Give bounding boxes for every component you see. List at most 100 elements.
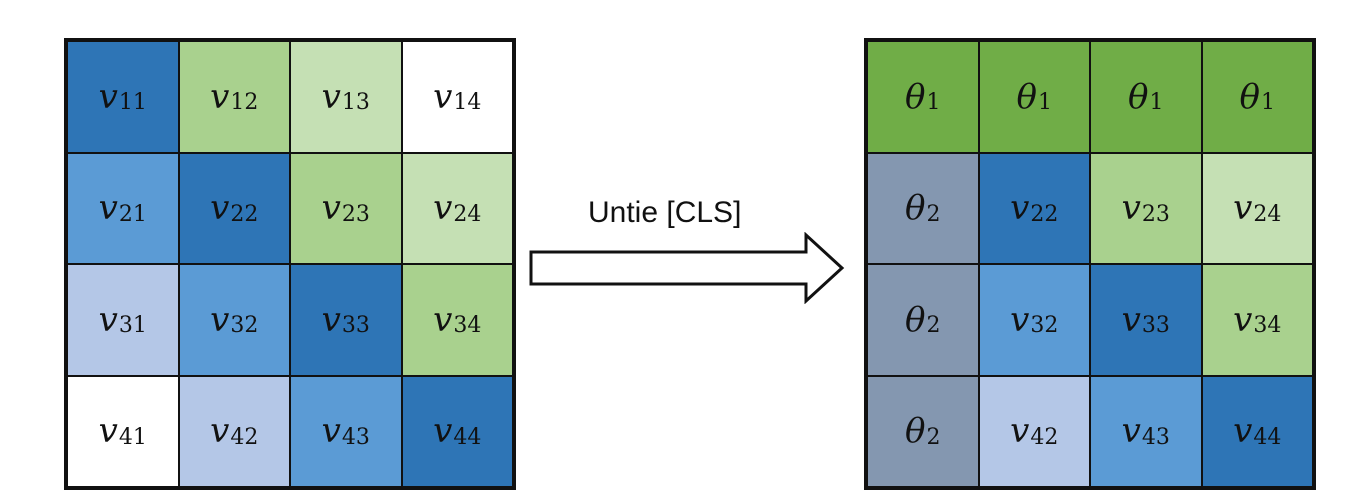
cell-subscript: 13 — [341, 90, 370, 116]
cell-subscript: 1 — [1260, 90, 1275, 116]
cell-symbol: v — [98, 411, 118, 452]
cell-symbol: v — [1233, 411, 1253, 452]
cell-symbol: v — [321, 76, 341, 117]
cell-subscript: 2 — [926, 424, 941, 450]
cell-symbol: v — [321, 188, 341, 229]
cell-subscript: 42 — [230, 424, 259, 450]
cell-symbol: θ — [905, 76, 926, 117]
cell-subscript: 33 — [1141, 313, 1170, 339]
cell-symbol: v — [98, 299, 118, 340]
cell-subscript: 21 — [118, 201, 147, 227]
cell-symbol: v — [321, 411, 341, 452]
cell-symbol: θ — [1128, 76, 1149, 117]
cell-subscript: 44 — [1253, 424, 1282, 450]
cell-subscript: 1 — [1149, 90, 1164, 116]
cell-symbol: θ — [1239, 76, 1260, 117]
cell-subscript: 32 — [1030, 313, 1059, 339]
cell-subscript: 32 — [230, 313, 259, 339]
cell-symbol: v — [98, 188, 118, 229]
cell-symbol: v — [1233, 299, 1253, 340]
cell-symbol: v — [1233, 188, 1253, 229]
cell-subscript: 23 — [1141, 201, 1170, 227]
cell-subscript: 43 — [341, 424, 370, 450]
cell-subscript: 1 — [926, 90, 941, 116]
cell-symbol: v — [210, 188, 230, 229]
cell-subscript: 24 — [453, 201, 482, 227]
cell-symbol: v — [433, 76, 453, 117]
cell-symbol: v — [1010, 188, 1030, 229]
cell-symbol: v — [1121, 411, 1141, 452]
cell-subscript: 41 — [118, 424, 147, 450]
cell-symbol: v — [210, 411, 230, 452]
cell-subscript: 24 — [1253, 201, 1282, 227]
cell-subscript: 2 — [926, 201, 941, 227]
cell-subscript: 11 — [118, 90, 147, 116]
cell-subscript: 42 — [1030, 424, 1059, 450]
cell-subscript: 14 — [453, 90, 482, 116]
cell-symbol: v — [98, 76, 118, 117]
cell-symbol: v — [1121, 188, 1141, 229]
cell-symbol: v — [1010, 299, 1030, 340]
cell-symbol: v — [433, 299, 453, 340]
cell-symbol: v — [433, 188, 453, 229]
cell-subscript: 22 — [1030, 201, 1059, 227]
cell-subscript: 31 — [118, 313, 147, 339]
cell-symbol: θ — [1016, 76, 1037, 117]
cell-subscript: 23 — [341, 201, 370, 227]
cell-symbol: v — [1010, 411, 1030, 452]
cell-symbol: θ — [905, 188, 926, 229]
cell-symbol: v — [1121, 299, 1141, 340]
cell-subscript: 2 — [926, 313, 941, 339]
cell-subscript: 22 — [230, 201, 259, 227]
right-arrow-icon — [529, 232, 845, 304]
cell-symbol: v — [210, 299, 230, 340]
cell-subscript: 43 — [1141, 424, 1170, 450]
cell-subscript: 12 — [230, 90, 259, 116]
cell-subscript: 44 — [453, 424, 482, 450]
cell-symbol: θ — [905, 299, 926, 340]
cell-symbol: θ — [905, 411, 926, 452]
cell-subscript: 34 — [1253, 313, 1282, 339]
cell-subscript: 33 — [341, 313, 370, 339]
cell-symbol: v — [433, 411, 453, 452]
cell-symbol: v — [210, 76, 230, 117]
cell-subscript: 1 — [1037, 90, 1052, 116]
cell-symbol: v — [321, 299, 341, 340]
cell-subscript: 34 — [453, 313, 482, 339]
arrow-label: Untie [CLS] — [588, 196, 742, 229]
